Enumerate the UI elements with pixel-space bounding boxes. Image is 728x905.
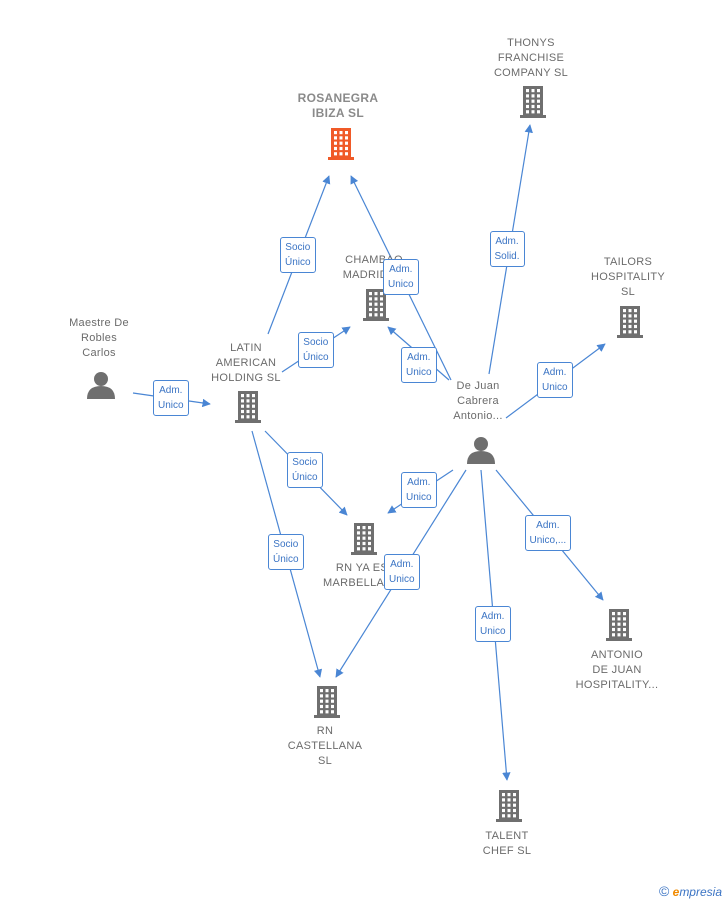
edge-label-latin-to-chambao[interactable]: Socio Único [298,332,334,368]
edge-label-dejuan-to-tailors[interactable]: Adm. Unico [537,362,573,398]
building-icon-talent[interactable] [496,790,522,822]
copyright-icon: © [658,883,670,899]
edge-label-dejuan-to-chambao[interactable]: Adm. Unico [401,347,437,383]
edge-label-maestre-to-latin[interactable]: Adm. Unico [153,380,189,416]
node-label-maestre[interactable]: Maestre De Robles Carlos [69,317,129,359]
node-label-tailors[interactable]: TAILORS HOSPITALITY SL [591,256,665,298]
edge-label-dejuan-to-rosanegra[interactable]: Adm. Unico [383,259,419,295]
node-label-dejuan[interactable]: De Juan Cabrera Antonio... [453,380,503,422]
building-icon-rnyaes[interactable] [351,523,377,555]
node-label-rosanegra[interactable]: ROSANEGRA IBIZA SL [297,91,379,120]
building-icon-rncastellana[interactable] [314,686,340,718]
edge-label-dejuan-to-antonio[interactable]: Adm. Unico,... [524,515,572,551]
node-label-talent[interactable]: TALENT CHEF SL [482,830,532,857]
edge-label-dejuan-to-rnyaes[interactable]: Adm. Unico [401,472,437,508]
node-label-antonio[interactable]: ANTONIO DE JUAN HOSPITALITY... [575,649,659,691]
empresia-watermark[interactable]: © empresia [659,883,722,899]
node-label-thonys[interactable]: THONYS FRANCHISE COMPANY SL [493,37,569,79]
icons-layer [87,86,643,822]
edge-label-dejuan-to-rncastellana[interactable]: Adm. Unico [384,554,420,590]
brand-logo-letter: e [672,885,680,899]
node-label-latin[interactable]: LATIN AMERICAN HOLDING SL [211,342,281,384]
edge-label-dejuan-to-thonys[interactable]: Adm. Solid. [489,231,525,267]
brand-logo-text: mpresia [679,885,722,899]
building-icon-tailors[interactable] [617,306,643,338]
edge-label-latin-to-rnyaes[interactable]: Socio Único [287,452,323,488]
building-icon-antonio[interactable] [606,609,632,641]
building-icon-latin[interactable] [235,391,261,423]
edge-label-latin-to-rncastellana[interactable]: Socio Único [268,534,304,570]
person-icon-maestre[interactable] [87,372,115,399]
edge-label-dejuan-to-talent[interactable]: Adm. Unico [475,606,511,642]
edges-layer [132,124,606,781]
building-icon-chambao[interactable] [363,289,389,321]
edge-label-latin-to-rosanegra[interactable]: Socio Único [280,237,316,273]
building-icon-rosanegra[interactable] [328,128,354,160]
building-icon-thonys[interactable] [520,86,546,118]
node-label-rncastellana[interactable]: RN CASTELLANA SL [287,725,363,767]
person-icon-dejuan[interactable] [467,437,495,464]
